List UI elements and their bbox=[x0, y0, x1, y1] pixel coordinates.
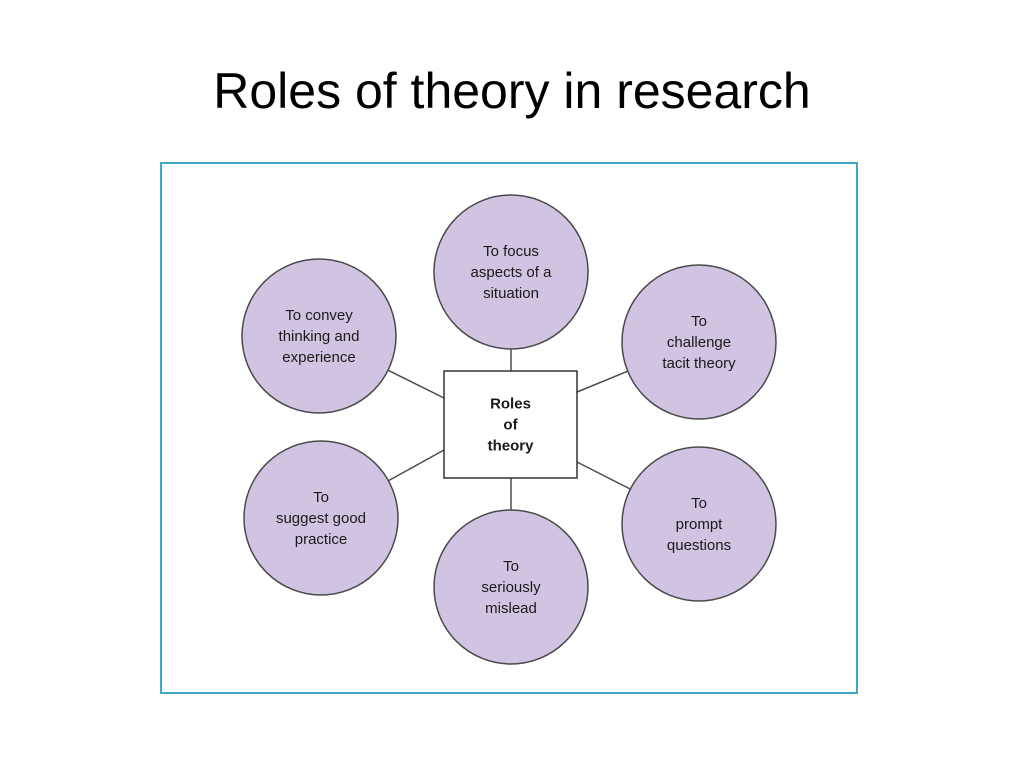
role-node-practice: To suggest good practice bbox=[243, 440, 399, 596]
role-circle-convey bbox=[241, 258, 397, 414]
role-node-mislead-line: mislead bbox=[485, 600, 537, 617]
role-node-challenge-line: To bbox=[691, 313, 707, 330]
role-node-mislead: To seriously mislead bbox=[433, 509, 589, 665]
role-node-focus-line: To focus bbox=[483, 243, 539, 260]
role-node-challenge-line: challenge bbox=[667, 334, 731, 351]
role-circle-focus bbox=[433, 194, 589, 350]
role-node-mislead-line: To bbox=[503, 558, 519, 575]
center-label-line: Roles bbox=[490, 396, 531, 413]
role-node-challenge: To challenge tacit theory bbox=[621, 264, 777, 420]
connectors bbox=[387, 349, 631, 510]
connector-convey bbox=[387, 369, 445, 399]
role-node-practice-line: practice bbox=[295, 531, 348, 548]
connector-practice bbox=[388, 449, 445, 482]
center-box bbox=[443, 370, 578, 479]
role-circle-prompt bbox=[621, 446, 777, 602]
role-node-challenge-line: tacit theory bbox=[662, 355, 736, 372]
center-label-line: of bbox=[503, 417, 518, 434]
center-label-line: theory bbox=[488, 438, 535, 455]
connector-challenge bbox=[576, 370, 629, 393]
role-node-prompt-line: questions bbox=[667, 537, 731, 554]
role-node-convey-line: To convey bbox=[285, 307, 353, 324]
role-node-focus-line: aspects of a bbox=[471, 264, 553, 281]
role-node-focus: To focus aspects of a situation bbox=[433, 194, 589, 350]
role-node-practice-line: suggest good bbox=[276, 510, 366, 527]
role-node-convey-line: thinking and bbox=[279, 328, 360, 345]
role-node-focus-line: situation bbox=[483, 285, 539, 302]
role-node-mislead-line: seriously bbox=[481, 579, 541, 596]
center-node: Roles of theory bbox=[443, 370, 578, 479]
role-circle-challenge bbox=[621, 264, 777, 420]
role-node-practice-line: To bbox=[313, 489, 329, 506]
role-node-convey-line: experience bbox=[282, 349, 355, 366]
role-circle-mislead bbox=[433, 509, 589, 665]
connector-prompt bbox=[576, 461, 631, 490]
role-node-prompt-line: prompt bbox=[676, 516, 724, 533]
role-node-convey: To convey thinking and experience bbox=[241, 258, 397, 414]
slide-title: Roles of theory in research bbox=[213, 63, 811, 119]
role-circle-practice bbox=[243, 440, 399, 596]
role-node-prompt: To prompt questions bbox=[621, 446, 777, 602]
role-node-prompt-line: To bbox=[691, 495, 707, 512]
